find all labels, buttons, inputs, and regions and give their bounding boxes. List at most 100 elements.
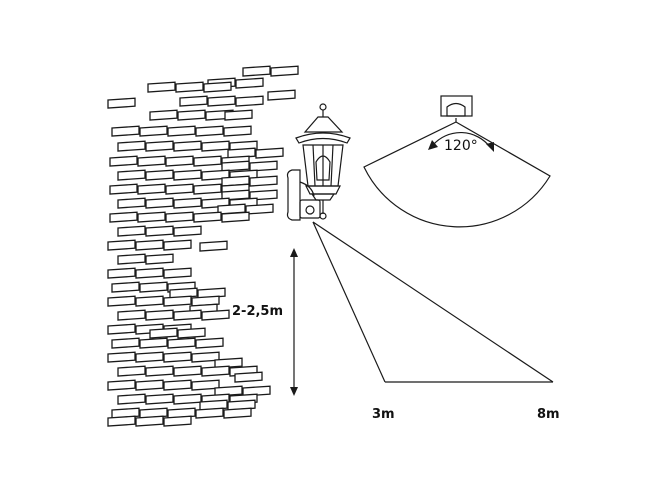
brick <box>242 65 271 77</box>
brick <box>169 287 198 299</box>
brick <box>175 81 204 93</box>
brick <box>221 211 250 223</box>
brick <box>149 109 178 121</box>
brick <box>195 407 224 419</box>
brick <box>270 65 299 77</box>
brick <box>199 399 228 411</box>
brick <box>109 155 138 167</box>
brick <box>167 407 196 419</box>
brick <box>245 203 274 215</box>
brick <box>207 95 236 107</box>
brick <box>267 89 296 101</box>
brick <box>163 351 192 363</box>
brick <box>223 125 252 137</box>
brick <box>107 239 136 251</box>
brick <box>165 211 194 223</box>
brick <box>117 253 146 265</box>
brick <box>203 81 232 93</box>
brick <box>117 140 146 152</box>
brick <box>135 295 164 307</box>
pir-sensor-icon <box>299 199 327 220</box>
brick <box>214 357 243 369</box>
brick <box>165 155 194 167</box>
brick <box>139 337 168 349</box>
brick <box>145 253 174 265</box>
brick <box>111 125 140 137</box>
detection-range-side-view <box>312 221 554 383</box>
brick <box>117 197 146 209</box>
brick <box>165 183 194 195</box>
brick <box>111 407 140 419</box>
brick <box>173 393 202 405</box>
brick <box>223 407 252 419</box>
far-distance-label: 8m <box>537 407 560 422</box>
near-distance-label: 3m <box>372 407 395 422</box>
brick <box>179 95 208 107</box>
brick <box>173 169 202 181</box>
brick <box>227 399 256 411</box>
brick <box>107 97 136 109</box>
brick <box>139 407 168 419</box>
brick <box>117 225 146 237</box>
brick <box>201 309 230 321</box>
brick <box>234 371 263 383</box>
brick <box>242 385 271 397</box>
brick <box>145 365 174 377</box>
brick <box>137 211 166 223</box>
brick <box>195 337 224 349</box>
brick <box>111 337 140 349</box>
brick <box>107 267 136 279</box>
wall-lantern-icon <box>286 103 351 221</box>
brick <box>199 240 228 252</box>
brick <box>111 281 140 293</box>
brick <box>139 125 168 137</box>
brick <box>117 169 146 181</box>
brick <box>145 393 174 405</box>
brick <box>145 225 174 237</box>
brick <box>145 309 174 321</box>
brick <box>197 287 226 299</box>
brick <box>193 211 222 223</box>
brick <box>173 225 202 237</box>
brick <box>193 155 222 167</box>
brick <box>135 415 164 427</box>
brick <box>117 309 146 321</box>
brick <box>177 327 206 339</box>
brick <box>107 351 136 363</box>
brick <box>147 81 176 93</box>
brick <box>135 379 164 391</box>
brick <box>107 379 136 391</box>
brick <box>224 109 253 121</box>
brick <box>167 337 196 349</box>
brick <box>249 175 278 187</box>
brick <box>107 415 136 427</box>
brick <box>173 309 202 321</box>
brick <box>135 267 164 279</box>
brick <box>145 140 174 152</box>
brick <box>201 140 230 152</box>
brick <box>249 160 278 172</box>
brick <box>173 365 202 377</box>
brick <box>135 239 164 251</box>
brick <box>145 169 174 181</box>
brick <box>195 125 224 137</box>
brick <box>201 365 230 377</box>
brick <box>173 197 202 209</box>
brick <box>255 147 284 159</box>
brick <box>163 267 192 279</box>
brick <box>139 281 168 293</box>
brick <box>107 295 136 307</box>
brick <box>249 189 278 201</box>
brick <box>173 140 202 152</box>
brick <box>137 183 166 195</box>
mount-height-label: 2-2,5m <box>232 304 283 319</box>
brick <box>191 295 220 307</box>
brick <box>163 239 192 251</box>
brick <box>177 109 206 121</box>
brick <box>235 77 264 89</box>
brick <box>145 197 174 209</box>
brick <box>149 327 178 339</box>
brick <box>163 295 192 307</box>
brick <box>109 211 138 223</box>
